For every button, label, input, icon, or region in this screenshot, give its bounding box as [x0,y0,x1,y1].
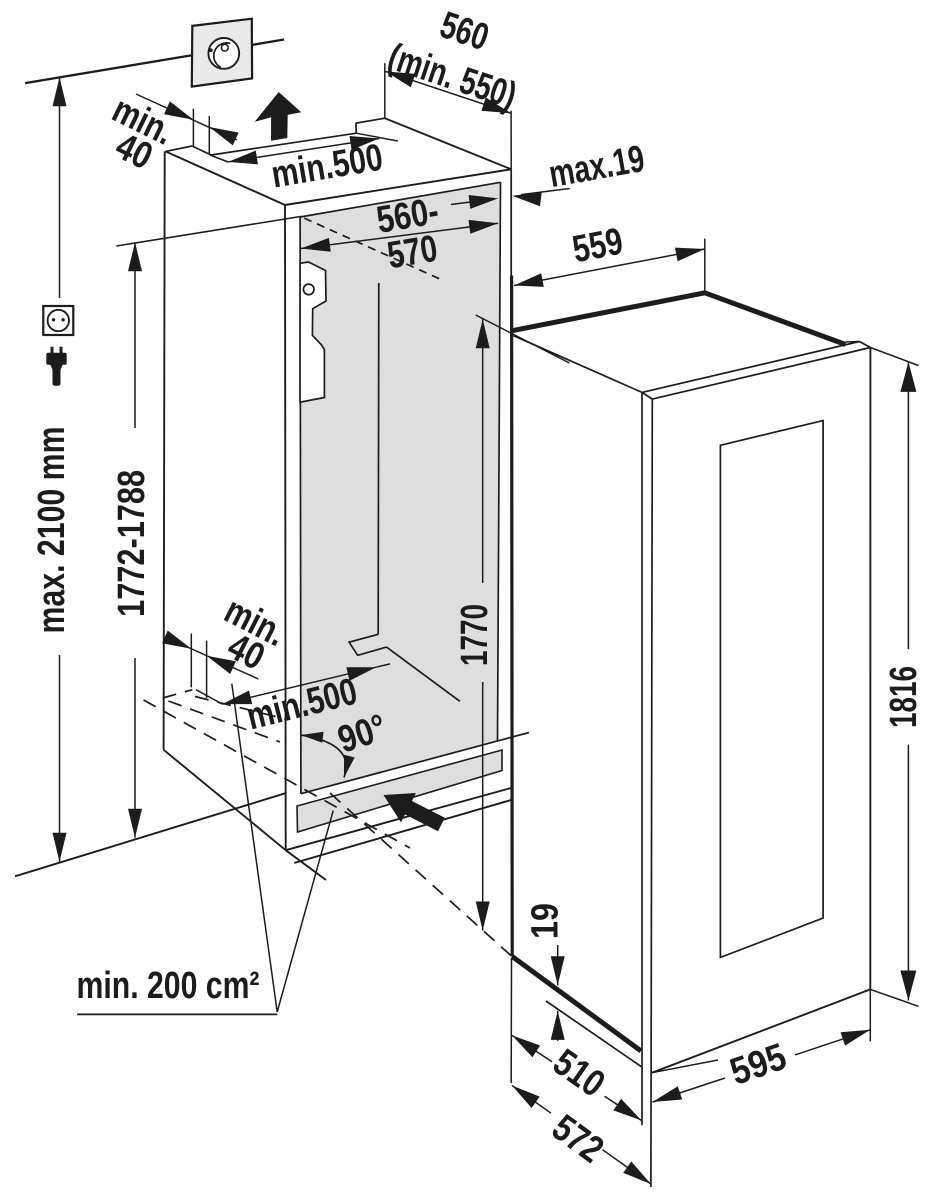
svg-text:559: 559 [569,221,626,272]
svg-text:1770: 1770 [454,604,496,666]
svg-text:1772-1788: 1772-1788 [111,470,153,617]
svg-text:19: 19 [525,903,567,939]
svg-text:570: 570 [384,228,440,278]
svg-text:1816: 1816 [883,666,925,728]
svg-text:max. 2100 mm: max. 2100 mm [31,427,73,634]
svg-text:min. 200 cm²: min. 200 cm² [77,965,260,1007]
svg-text:560-: 560- [374,190,442,242]
